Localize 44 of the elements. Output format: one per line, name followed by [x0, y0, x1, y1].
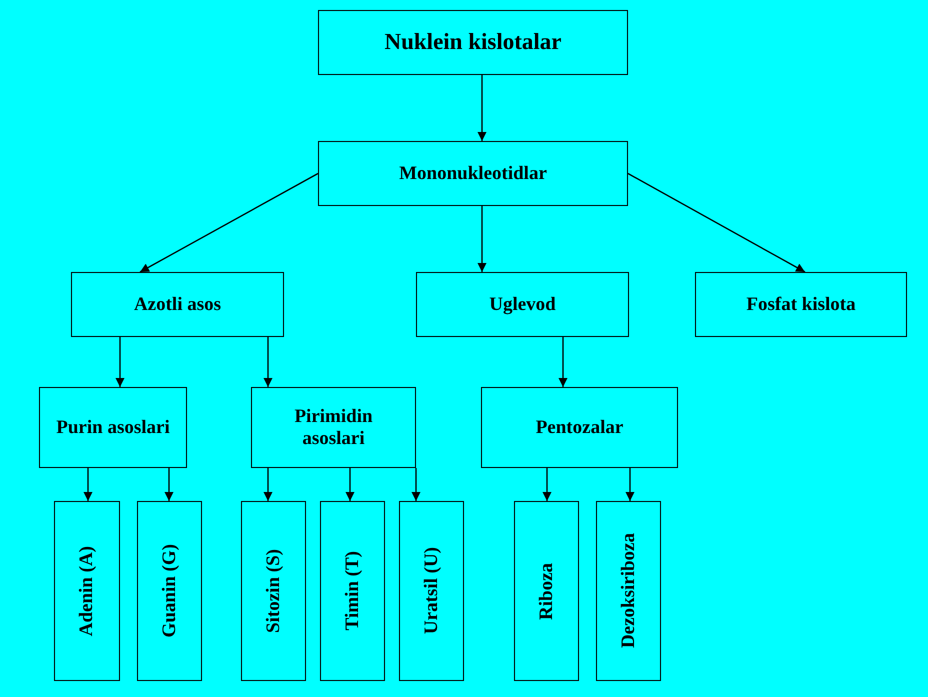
box-label: Adenin (A) — [76, 546, 98, 636]
arrow — [412, 468, 420, 501]
vertical-box — [399, 501, 464, 681]
box-label: Uratsil (U) — [420, 547, 442, 635]
box-label: Dezoksiriboza — [618, 533, 640, 649]
vertical-box — [54, 501, 120, 681]
box-label: Purin asoslari — [56, 416, 170, 438]
vertical-box — [596, 501, 661, 681]
process-box — [695, 272, 907, 337]
box-label: Uglevod — [489, 294, 556, 316]
arrow — [478, 206, 486, 272]
arrow — [116, 337, 124, 387]
arrow — [264, 337, 272, 387]
box-label: Fosfat kislota — [746, 294, 856, 316]
arrow — [558, 337, 568, 387]
process-box — [416, 272, 629, 337]
process-box — [318, 141, 628, 206]
process-box — [318, 10, 628, 75]
arrow — [626, 468, 634, 501]
box-label: Nuklein kislotalar — [384, 29, 562, 56]
box-label: Azotli asos — [134, 294, 222, 316]
process-box — [251, 387, 416, 468]
arrow — [84, 468, 92, 501]
box-label: Pirimidin asoslari — [293, 406, 374, 450]
process-box — [481, 387, 678, 468]
box-label: Guanin (G) — [158, 544, 180, 638]
box-label: Mononukleotidlar — [399, 162, 547, 184]
arrow — [346, 468, 354, 501]
vertical-box — [514, 501, 579, 681]
process-box — [71, 272, 284, 337]
vertical-box — [320, 501, 385, 681]
vertical-box — [241, 501, 306, 681]
arrow — [264, 468, 272, 501]
vertical-box — [137, 501, 202, 681]
process-box — [39, 387, 187, 468]
arrow — [542, 468, 552, 501]
arrow — [164, 468, 174, 501]
arrow — [478, 75, 486, 141]
arrow — [140, 172, 318, 273]
box-label: Timin (T) — [342, 551, 364, 631]
box-label: Sitozin (S) — [262, 549, 284, 633]
box-label: Riboza — [536, 562, 558, 620]
arrow — [628, 172, 806, 273]
box-label: Pentozalar — [536, 416, 624, 438]
